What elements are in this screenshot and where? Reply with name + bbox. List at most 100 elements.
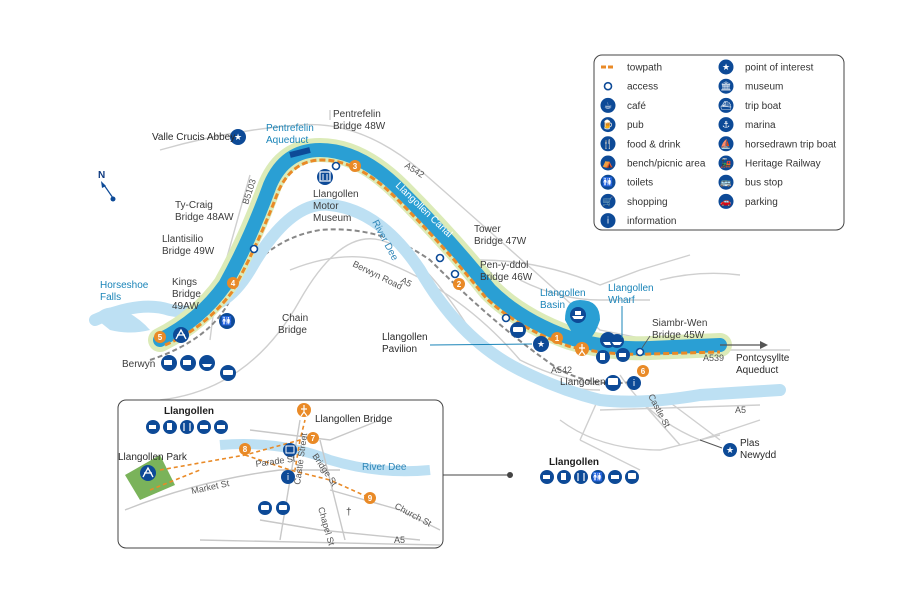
legend-row-access: access: [603, 82, 658, 93]
legend-label: bench/picnic area: [627, 159, 706, 170]
marker-1[interactable]: 1: [551, 332, 563, 344]
compass-dot: [110, 196, 116, 202]
cafe-icon[interactable]: [161, 355, 177, 371]
svg-text:Pavilion: Pavilion: [382, 344, 417, 355]
a542-top-label: A542: [403, 160, 426, 180]
svg-text:Aqueduct: Aqueduct: [266, 135, 308, 146]
town-pub-icon[interactable]: [557, 470, 571, 484]
svg-text:N: N: [98, 170, 105, 181]
access-basin[interactable]: [501, 313, 511, 323]
walker-icon[interactable]: [575, 342, 589, 356]
inset-museum-icon[interactable]: [283, 443, 297, 457]
marker-2[interactable]: 2: [453, 278, 465, 290]
plas-newydd-label: Plas: [740, 438, 759, 449]
inset-connector-dot: [507, 472, 513, 478]
inset-shopping-icon-2[interactable]: [214, 420, 228, 434]
svg-text:Newydd: Newydd: [740, 450, 776, 461]
town-bus-icon[interactable]: [625, 470, 639, 484]
pub-icon[interactable]: [596, 350, 610, 364]
inset-parking-icon[interactable]: [258, 501, 272, 515]
marina-icon[interactable]: [570, 307, 586, 323]
inset-information-icon[interactable]: i: [281, 470, 295, 484]
legend-label: shopping: [627, 197, 668, 208]
inset-marker-8[interactable]: 8: [239, 443, 251, 455]
point-of-interest-icon: ★: [718, 59, 734, 75]
svg-text:4: 4: [231, 279, 236, 288]
access-pen-y-ddol[interactable]: [450, 269, 460, 279]
town-food-icon[interactable]: [574, 470, 588, 484]
siambr-lane: [659, 272, 741, 281]
trip-boat-icon[interactable]: [199, 355, 215, 371]
svg-text:Bridge 45W: Bridge 45W: [652, 330, 705, 341]
point-of-interest-icon-valle[interactable]: ★: [230, 129, 246, 145]
pub-icon: 🍺: [600, 117, 616, 133]
point-of-interest-icon-plas[interactable]: ★: [723, 443, 737, 457]
legend-label: bus stop: [745, 178, 783, 189]
legend-row-cafe: ☕café: [600, 97, 646, 113]
town-cafe-icon[interactable]: [540, 470, 554, 484]
inset-food-icon[interactable]: [180, 420, 194, 434]
cafe-icon-2[interactable]: [180, 355, 196, 371]
svg-text:2: 2: [457, 280, 462, 289]
svg-text:🍴: 🍴: [602, 138, 613, 150]
marker-5[interactable]: 5: [154, 331, 166, 343]
legend-row-marina: ⚓marina: [718, 117, 776, 133]
northern-lane: [479, 254, 691, 286]
information-icon[interactable]: i: [627, 376, 641, 390]
pentrefelin-bridge-label: Pentrefelin: [333, 109, 381, 120]
heritage-railway-icon[interactable]: [605, 375, 621, 391]
inset-parking-icon-2[interactable]: [276, 501, 290, 515]
inset-walker-icon[interactable]: [297, 403, 311, 417]
inset-marker-9[interactable]: 9: [364, 492, 376, 504]
map-icons: 🚻 ★ i ★ ★ 🚻: [161, 129, 737, 484]
svg-text:3: 3: [353, 162, 358, 171]
cafe-icon-3[interactable]: [616, 348, 630, 362]
inset-cafe-icon[interactable]: [146, 420, 160, 434]
legend-label: food & drink: [627, 139, 681, 150]
trip-boat-icon-2[interactable]: [610, 334, 624, 348]
inset-llangollen-park-label: Llangollen Park: [118, 452, 188, 463]
parking-icon-2[interactable]: [510, 322, 526, 338]
svg-text:★: ★: [726, 446, 734, 456]
marker-6[interactable]: 6: [637, 365, 649, 377]
plas-arrow-line: [699, 439, 723, 449]
inset-pub-icon[interactable]: [163, 420, 177, 434]
svg-text:🚌: 🚌: [720, 178, 731, 188]
access-pentrefelin[interactable]: [331, 161, 341, 171]
svg-text:Bridge 49W: Bridge 49W: [162, 246, 215, 257]
svg-text:🚻: 🚻: [592, 471, 603, 483]
legend-row-bench-picnic: ⛺bench/picnic area: [600, 155, 706, 171]
svg-text:⚓: ⚓: [722, 121, 730, 131]
town-toilets-icon[interactable]: 🚻: [591, 470, 605, 484]
bench-picnic-icon[interactable]: [173, 327, 189, 343]
legend-row-bus-stop: 🚌 bus stop: [718, 174, 783, 190]
legend-label: towpath: [627, 63, 662, 74]
parking-icon[interactable]: [220, 365, 236, 381]
toilets-icon[interactable]: 🚻: [219, 313, 235, 329]
svg-text:Bridge 48AW: Bridge 48AW: [175, 212, 234, 223]
svg-text:7: 7: [311, 434, 316, 443]
tower-bridge-label: Tower: [474, 224, 501, 235]
marker-4[interactable]: 4: [227, 277, 239, 289]
svg-text:Bridge: Bridge: [172, 289, 201, 300]
marker-3[interactable]: 3: [349, 160, 361, 172]
point-of-interest-icon[interactable]: ★: [533, 336, 549, 352]
inset-picnic-icon[interactable]: [140, 465, 156, 481]
access-siambr-wen[interactable]: [635, 347, 645, 357]
svg-text:🛒: 🛒: [602, 195, 613, 207]
svg-text:⛴: ⛴: [720, 100, 732, 111]
access-llantisilio[interactable]: [249, 244, 259, 254]
town-shopping-icon[interactable]: [608, 470, 622, 484]
inset-river-dee-label: River Dee: [362, 462, 407, 473]
museum-icon[interactable]: [317, 169, 333, 185]
inset-shopping-icon[interactable]: [197, 420, 211, 434]
access-tower-bridge[interactable]: [435, 253, 445, 263]
legend-row-toilets: 🚻toilets: [600, 174, 653, 190]
legend-row-point-of-interest: ★point of interest: [718, 59, 814, 75]
llangollen-town-label: Llangollen: [549, 457, 599, 468]
siambr-wen-bridge-label: Siambr-Wen: [652, 318, 707, 329]
inset-marker-7[interactable]: 7: [307, 432, 319, 444]
